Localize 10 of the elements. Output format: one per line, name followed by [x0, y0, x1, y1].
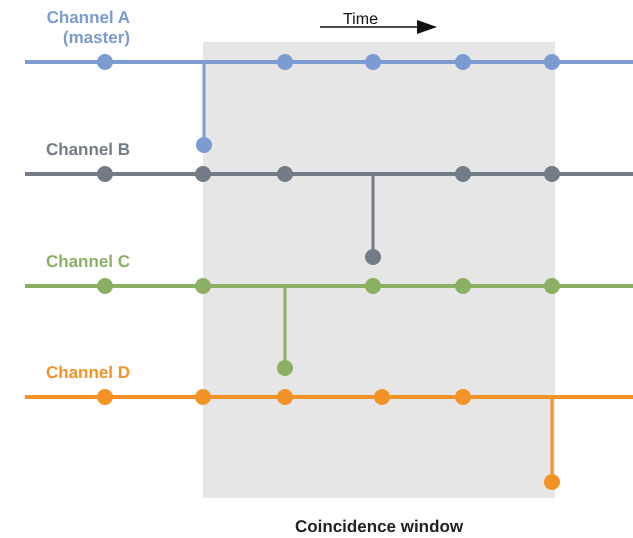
connector-line: [550, 397, 554, 474]
connector-line: [202, 62, 206, 137]
channel-label: Channel D: [44, 363, 130, 383]
window-caption: Coincidence window: [294, 516, 464, 538]
axis-label: Time: [343, 10, 378, 30]
channel-label: Channel B: [44, 140, 130, 160]
channel-label: Channel C: [44, 252, 130, 272]
channel-label: Channel A (master): [46, 8, 130, 48]
connector-line: [372, 174, 374, 249]
connector-line: [284, 286, 286, 360]
